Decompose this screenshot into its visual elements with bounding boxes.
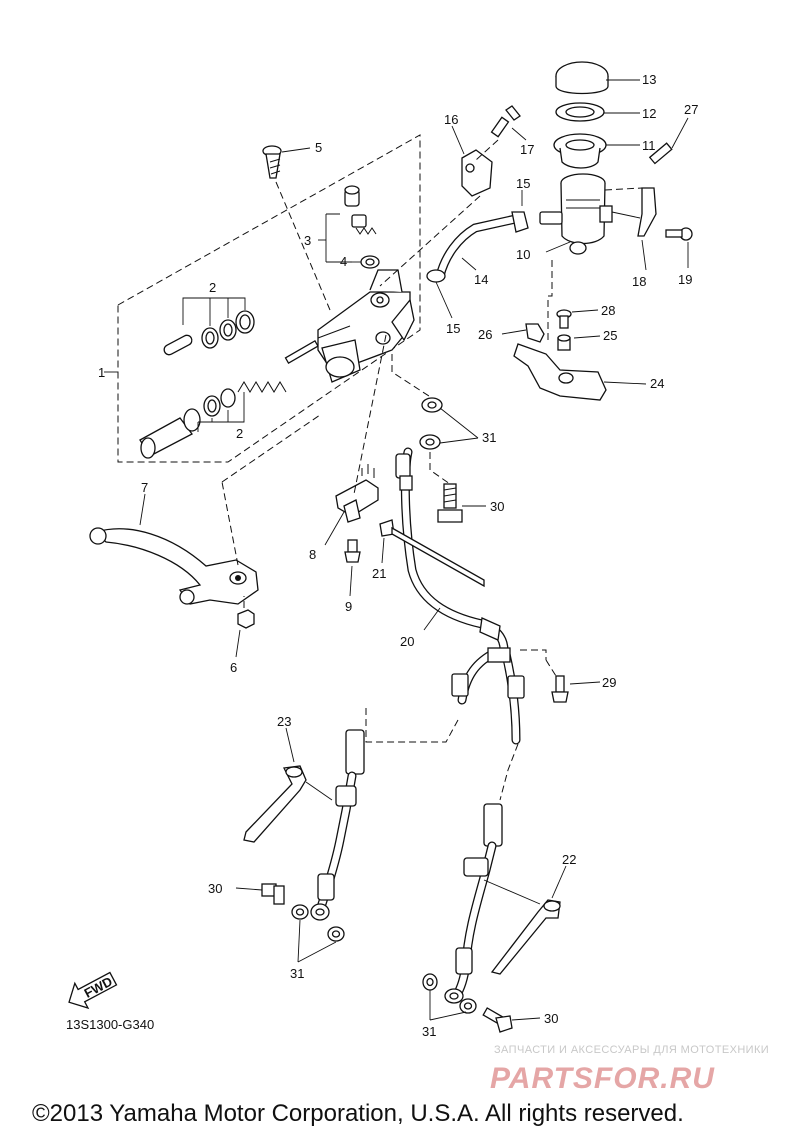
- callout-11: 11: [642, 138, 656, 153]
- callout-21: 21: [372, 566, 386, 581]
- callout-30c: 30: [544, 1011, 558, 1026]
- brake-hose-left: [310, 729, 365, 921]
- callout-29: 29: [602, 675, 616, 690]
- bleeder-screw: [318, 185, 377, 263]
- brake-hose-right: [444, 743, 519, 1004]
- callout-8: 8: [309, 547, 316, 562]
- callout-23: 23: [277, 714, 291, 729]
- callout-17: 17: [520, 142, 534, 157]
- callout-14: 14: [474, 272, 488, 287]
- hose-guide-left: [243, 727, 333, 843]
- bracket-collar: [557, 334, 601, 351]
- callout-16: 16: [444, 112, 458, 127]
- watermark-text: ЗАПЧАСТИ И АКСЕССУАРЫ ДЛЯ МОТОТЕХНИКИ: [494, 1044, 770, 1056]
- handlebar-holder: [379, 125, 493, 287]
- diagram-code: 13S1300-G340: [66, 1017, 155, 1032]
- reservoir-hose: [426, 190, 529, 319]
- reservoir-stay: [604, 187, 657, 271]
- master-cylinder-body: [317, 269, 415, 383]
- fwd-label: FWD: [82, 974, 115, 1001]
- cable-tie: [379, 519, 485, 588]
- callout-1: 1: [98, 365, 105, 380]
- banjo-washers-top: [391, 354, 479, 485]
- callout-15b: 15: [446, 321, 460, 336]
- callout-6: 6: [230, 660, 237, 675]
- piston-kit-upper: [163, 297, 255, 356]
- callout-2: 2: [209, 280, 216, 295]
- reservoir-bracket: [513, 260, 647, 401]
- callout-12: 12: [642, 106, 656, 121]
- stay-screw: [665, 227, 693, 268]
- reservoir-tank-10: [539, 173, 613, 255]
- lever-nut: [235, 596, 255, 658]
- bracket-clip: [501, 323, 545, 343]
- reservoir-bolt: [648, 117, 689, 165]
- svg-text:PARTSFOR.RU: PARTSFOR.RU: [490, 1062, 715, 1095]
- bracket-screw: [556, 309, 599, 329]
- callout-18: 18: [632, 274, 646, 289]
- callout-2b: 2: [236, 426, 243, 441]
- callout-30b: 30: [208, 881, 222, 896]
- callout-5: 5: [315, 140, 322, 155]
- callout-30: 30: [490, 499, 504, 514]
- watermark-logo: PARTSFOR.RU: [490, 1062, 715, 1095]
- switch-screw: [344, 539, 361, 597]
- reservoir-diaphragm-11: [553, 133, 640, 169]
- callout-24: 24: [650, 376, 664, 391]
- banjo-bolt-top: [437, 483, 486, 523]
- banjo-bolt-right: [482, 1007, 541, 1033]
- hose-guide-right: [483, 865, 567, 975]
- fwd-arrow-icon: FWD: [68, 971, 118, 1010]
- brake-hose-main: [365, 447, 547, 745]
- brake-switch: [324, 334, 387, 546]
- callout-19: 19: [678, 272, 692, 287]
- callout-9: 9: [345, 599, 352, 614]
- master-cylinder-kit-outline: [104, 134, 421, 463]
- banjo-bolt-left: [235, 883, 285, 905]
- callout-31b: 31: [290, 966, 304, 981]
- brake-lever: [89, 414, 321, 605]
- callout-13: 13: [642, 72, 656, 87]
- callout-31c: 31: [422, 1024, 436, 1039]
- callout-31: 31: [482, 430, 496, 445]
- banjo-washers-left: [291, 904, 345, 963]
- callout-3: 3: [304, 233, 311, 248]
- callout-28: 28: [601, 303, 615, 318]
- pivot-bolt: [262, 145, 331, 311]
- callout-22: 22: [562, 852, 576, 867]
- callout-20: 20: [400, 634, 414, 649]
- washer-4: [352, 255, 380, 269]
- reservoir-cap-13: [555, 61, 640, 95]
- callout-15: 15: [516, 176, 530, 191]
- callout-numbers: 1 2 2 3 4 5 6 7 8 9 10 11 12 13 14 15 15…: [98, 72, 698, 1039]
- callout-4: 4: [340, 254, 347, 269]
- banjo-washers-right: [422, 973, 477, 1021]
- callout-10: 10: [516, 247, 530, 262]
- reservoir-plate-12: [555, 102, 640, 122]
- callout-26: 26: [478, 327, 492, 342]
- callout-7: 7: [141, 480, 148, 495]
- callout-25: 25: [603, 328, 617, 343]
- piston-kit-lower: [139, 340, 319, 459]
- callout-27: 27: [684, 102, 698, 117]
- copyright-notice: ©2013 Yamaha Motor Corporation, U.S.A. A…: [32, 1100, 684, 1127]
- union-bolt: [545, 659, 601, 703]
- holder-bolt: [475, 105, 527, 161]
